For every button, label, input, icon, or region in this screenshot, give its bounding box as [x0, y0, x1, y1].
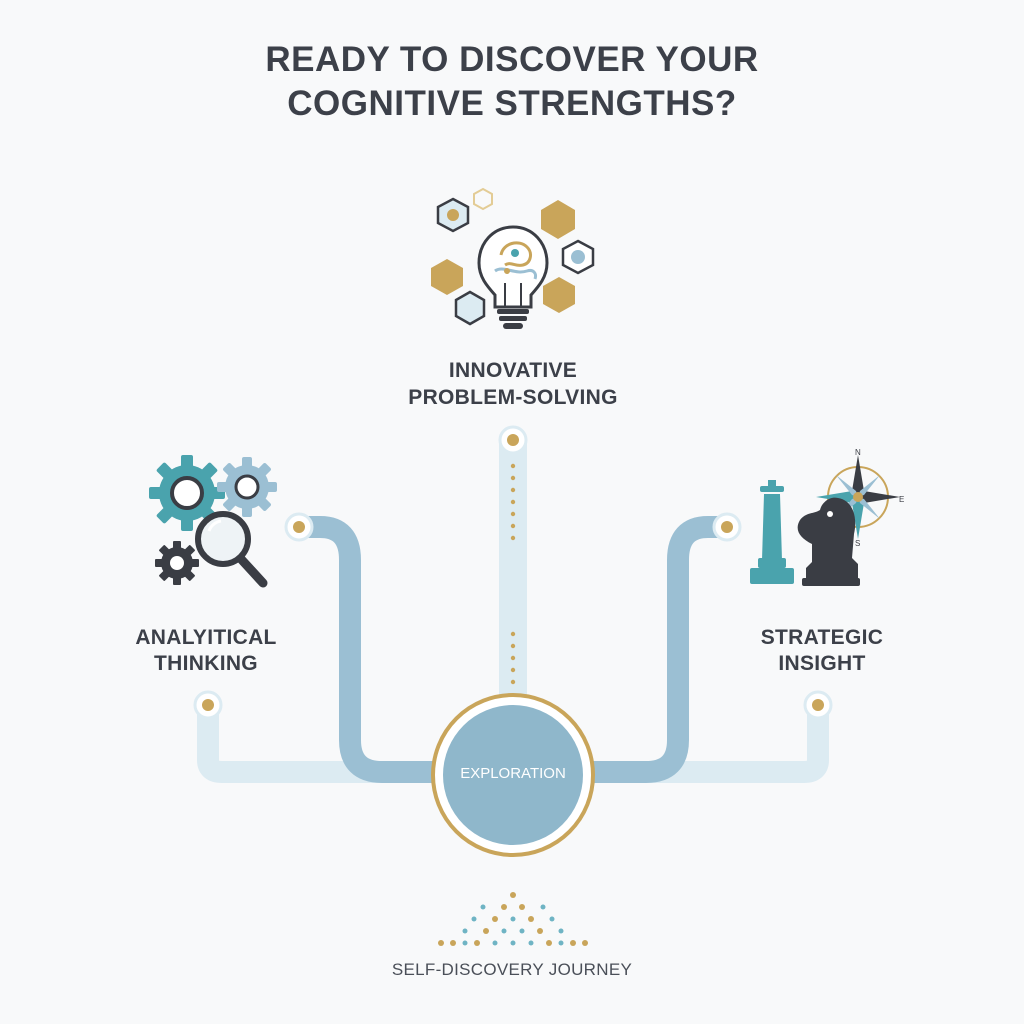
compass-letter-n: N	[855, 448, 861, 457]
top-vertical-pipe	[499, 428, 527, 708]
right-outer-pipe	[579, 694, 829, 783]
left-main-endpoint	[284, 512, 314, 542]
top-node-label-line-2: PROBLEM-SOLVING	[408, 386, 618, 409]
dotted-mountain-icon	[438, 892, 588, 946]
left-main-pipe	[289, 516, 451, 783]
title-line-2: COGNITIVE STRENGTHS?	[287, 84, 737, 123]
right-node-label-line-1: STRATEGIC	[760, 626, 884, 649]
knight-piece	[797, 497, 858, 580]
queen-piece	[750, 480, 794, 584]
hub-label: EXPLORATION	[460, 765, 566, 782]
gears-magnifier-icon	[149, 455, 277, 588]
right-main-endpoint	[712, 512, 742, 542]
top-node-label-line-1: INNOVATIVE	[448, 359, 578, 382]
lightbulb-hexagons-icon	[431, 187, 595, 329]
compass-letter-s: S	[855, 539, 860, 548]
right-node-label-line-2: INSIGHT	[778, 652, 866, 675]
left-node-label-line-2: THINKING	[154, 652, 258, 675]
right-main-pipe	[579, 516, 737, 783]
title-line-1: READY TO DISCOVER YOUR	[265, 40, 759, 79]
hub-inner-circle	[443, 705, 583, 845]
right-outer-endpoint	[803, 690, 833, 720]
top-pipe-dots	[510, 463, 516, 685]
top-endpoint	[498, 425, 528, 455]
footer-label: SELF-DISCOVERY JOURNEY	[391, 960, 633, 979]
compass-letter-e: E	[899, 495, 904, 504]
left-outer-endpoint	[193, 690, 223, 720]
left-outer-pipe	[197, 694, 451, 783]
chess-compass-icon: N E S	[750, 448, 904, 586]
left-node-label-line-1: ANALYITICAL	[135, 626, 277, 649]
